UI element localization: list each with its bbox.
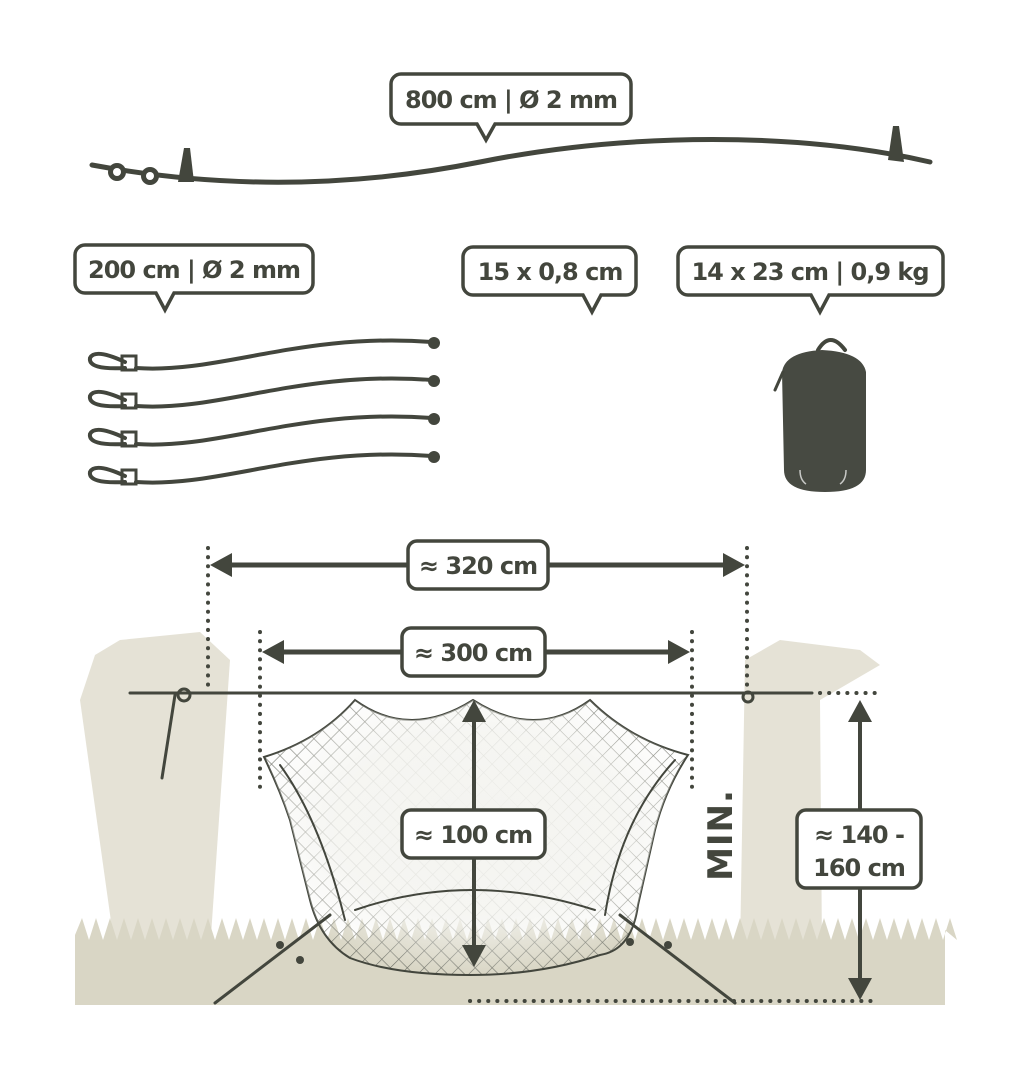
min-label: MIN. <box>701 789 741 881</box>
pulley-icon <box>108 163 159 185</box>
tree-distance-label: ≈ 320 cm <box>419 552 537 580</box>
net-width-dimension: ≈ 300 cm <box>262 626 690 678</box>
tree-right <box>740 640 880 950</box>
guylines-label: 200 cm | Ø 2 mm <box>88 256 300 284</box>
ridgeline-label-box <box>389 72 633 144</box>
tree-distance-dimension: ≈ 320 cm <box>210 539 745 591</box>
carabiner-left-icon <box>178 148 194 182</box>
ridgeline-label: 800 cm | Ø 2 mm <box>405 86 617 114</box>
tree-left <box>80 632 230 950</box>
guyline-icon <box>87 451 440 486</box>
stakes-label-box <box>461 245 638 316</box>
hang-height-dimension: ≈ 140 - 160 cm <box>795 700 923 1000</box>
net-height-label: ≈ 100 cm <box>414 821 532 849</box>
knot-icon <box>741 690 755 704</box>
hang-height-label-line2: 160 cm <box>813 854 905 882</box>
guyline-icon <box>87 413 440 448</box>
stakes-label: 15 x 0,8 cm <box>478 258 623 286</box>
guyline-icon <box>87 375 440 410</box>
guylines-label-box <box>73 243 315 314</box>
guylines-item: 200 cm | Ø 2 mm <box>73 243 440 486</box>
net-height-dimension: ≈ 100 cm <box>400 700 547 967</box>
net-width-label: ≈ 300 cm <box>414 639 532 667</box>
ridgeline-item: 800 cm | Ø 2 mm <box>89 72 933 185</box>
setup-scene: ≈ 320 cm ≈ 300 cm ≈ 100 cm MIN. ≈ 140 - … <box>75 539 957 1005</box>
bag-label-box <box>676 245 945 316</box>
guyline-icon <box>87 337 440 372</box>
hang-height-label-line1: ≈ 140 - <box>814 821 904 849</box>
stuff-sack-icon <box>773 338 866 492</box>
rope-tail <box>160 693 177 780</box>
stakes-item: 15 x 0,8 cm <box>461 245 638 316</box>
knot-icon <box>176 687 192 703</box>
bag-label: 14 x 23 cm | 0,9 kg <box>691 258 928 286</box>
bag-item: 14 x 23 cm | 0,9 kg <box>676 245 945 492</box>
ridgeline-rope <box>89 137 933 185</box>
carabiner-right-icon <box>888 126 904 162</box>
